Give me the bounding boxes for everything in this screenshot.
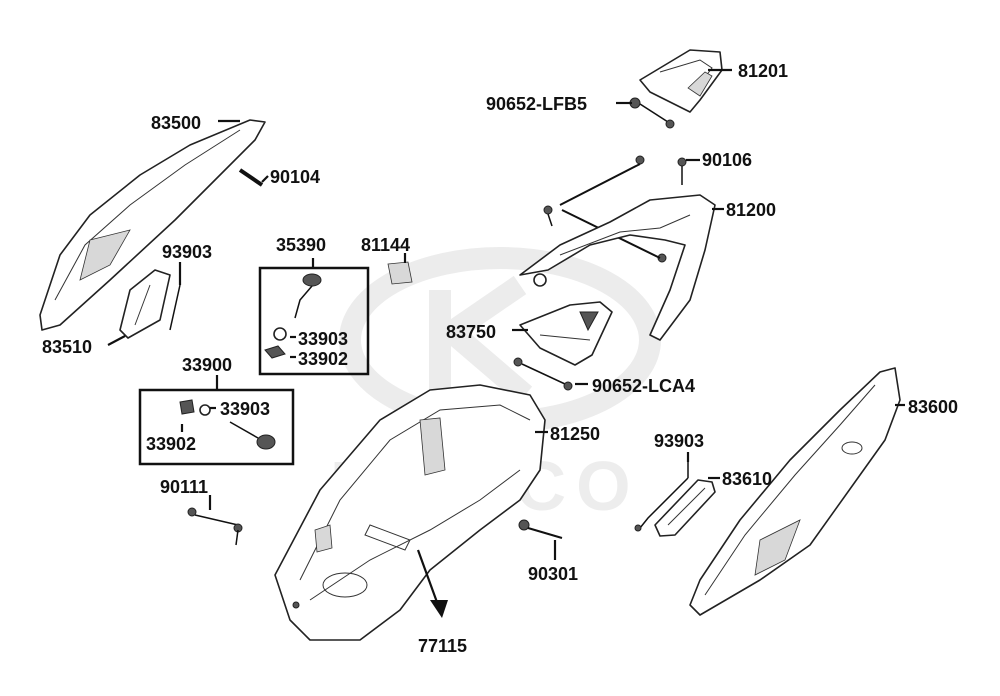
part-labels: 83500 81201 90652-LFB5 90104 90106 81200… (42, 61, 958, 656)
label-83500: 83500 (151, 113, 201, 133)
label-81201: 81201 (738, 61, 788, 81)
label-90301: 90301 (528, 564, 578, 584)
label-83510: 83510 (42, 337, 92, 357)
bolt-90104 (238, 168, 264, 187)
label-93903-right: 93903 (654, 431, 704, 451)
part-33900-parts (179, 399, 276, 450)
part-35390-switch (264, 273, 322, 359)
arrow-77115 (416, 549, 448, 618)
part-81200-rear-carrier (519, 194, 716, 341)
label-90652-lfb5: 90652-LFB5 (486, 94, 587, 114)
label-83750: 83750 (446, 322, 496, 342)
part-81201-rear-cap (639, 49, 723, 113)
label-33902-upper: 33902 (298, 349, 348, 369)
part-83610-inner-panel (634, 462, 716, 537)
label-81144: 81144 (361, 235, 410, 255)
label-90111: 90111 (160, 477, 208, 497)
part-83500-left-cover (39, 119, 266, 331)
screw-90652-lfb5 (629, 97, 675, 129)
label-90106: 90106 (702, 150, 752, 170)
part-83600-right-cover (689, 367, 901, 616)
bolt-90301 (518, 519, 563, 539)
label-33900: 33900 (182, 355, 232, 375)
label-90104: 90104 (270, 167, 320, 187)
screw-90652-lca4 (513, 357, 573, 391)
label-90652-lca4: 90652-LCA4 (592, 376, 695, 396)
part-83510-inner-panel (119, 269, 181, 339)
label-35390: 35390 (276, 235, 326, 255)
label-33903-upper: 33903 (298, 329, 348, 349)
label-81200: 81200 (726, 200, 776, 220)
label-83610: 83610 (722, 469, 772, 489)
label-83600: 83600 (908, 397, 958, 417)
label-93903-left: 93903 (162, 242, 212, 262)
part-83750-plate (519, 301, 613, 366)
label-33902-lower: 33902 (146, 434, 196, 454)
label-77115: 77115 (418, 636, 467, 656)
part-81144-clip (387, 261, 413, 285)
part-81250-helmet-box (274, 384, 546, 641)
bolts-90111 (187, 507, 243, 546)
label-81250: 81250 (550, 424, 600, 444)
leader-lines (107, 68, 905, 560)
label-33903-lower: 33903 (220, 399, 270, 419)
